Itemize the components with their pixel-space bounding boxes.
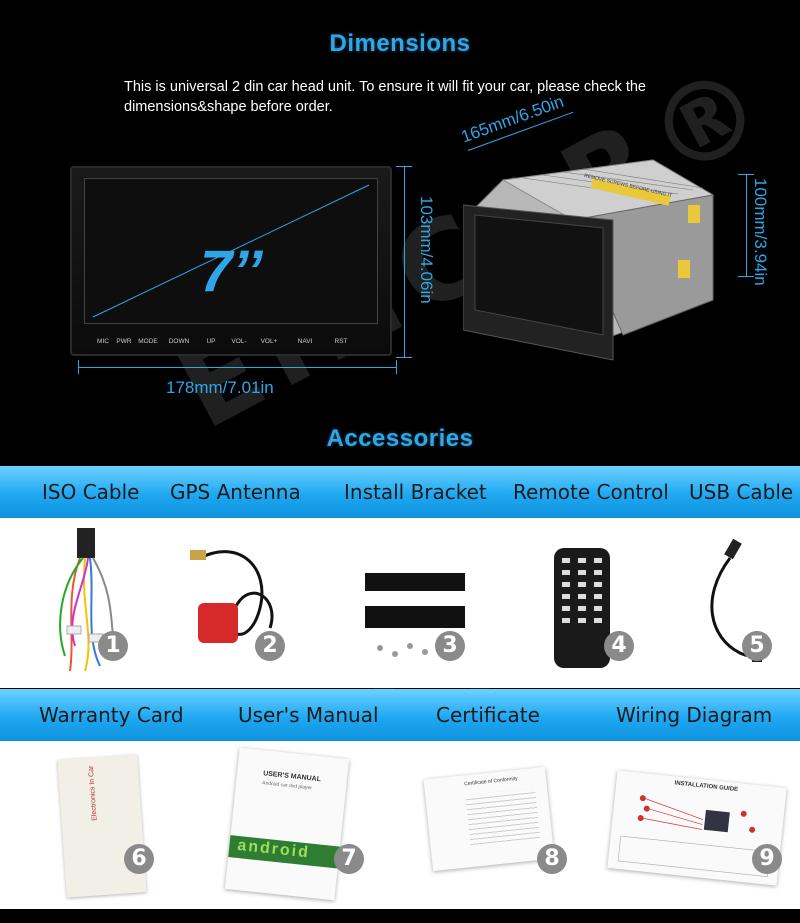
accessories-banner-2: Warranty Card User's Manual Certificate …	[0, 689, 800, 741]
head-unit-side	[463, 159, 715, 361]
label-usb-cable: USB Cable	[689, 480, 794, 504]
certificate-image: Certificate of Conformity	[423, 766, 555, 872]
width-dimension-label: 178mm/7.01in	[166, 378, 274, 397]
accessories-heading: Accessories	[326, 425, 474, 452]
unit-button-up: UP	[206, 338, 216, 345]
label-gps-antenna: GPS Antenna	[170, 480, 301, 504]
label-iso-cable: ISO Cable	[42, 480, 140, 504]
label-remote-control: Remote Control	[513, 480, 669, 504]
label-certificate: Certificate	[436, 703, 540, 727]
height-dimension-line	[404, 166, 405, 358]
warranty-card-text: Electronics In Car	[87, 765, 99, 821]
certificate-title: Certificate of Conformity	[463, 775, 518, 788]
number-badge-5: 5	[742, 631, 772, 661]
remote-control-image	[554, 548, 610, 668]
number-badge-1: 1	[98, 631, 128, 661]
number-badge-7: 7	[334, 844, 364, 874]
side-height-tick-bottom	[738, 276, 754, 277]
width-tick-right	[396, 360, 397, 374]
width-tick-left	[78, 360, 79, 374]
head-unit-front: MIC PWR MODE DOWN UP VOL- VOL+ NAVI RST	[70, 166, 392, 356]
height-front-dimension-label: 103mm/4.06in	[417, 196, 436, 304]
certificate-text-lines	[465, 788, 541, 846]
number-badge-9: 9	[752, 844, 782, 874]
side-height-dimension-line	[746, 174, 747, 276]
label-users-manual: User's Manual	[238, 703, 379, 727]
install-bracket-image	[365, 573, 465, 657]
height-side-dimension-label: 100mm/3.94in	[751, 178, 770, 286]
unit-button-navi: NAVI	[297, 338, 313, 345]
height-tick-bottom	[396, 357, 412, 358]
unit-button-down: DOWN	[168, 338, 190, 345]
diagonal-line-icon	[92, 184, 370, 318]
manual-subtitle: Android car dvd player	[261, 780, 313, 792]
unit-button-pwr: PWR	[116, 338, 132, 345]
label-warranty-card: Warranty Card	[39, 703, 184, 727]
label-wiring-diagram: Wiring Diagram	[616, 703, 773, 727]
accessories-panel-2: Electronics In Car 6 USER'S MANUAL Andro…	[0, 741, 800, 909]
unit-button-mode: MODE	[138, 338, 158, 345]
side-height-tick-top	[738, 174, 754, 175]
number-badge-3: 3	[435, 631, 465, 661]
number-badge-2: 2	[255, 631, 285, 661]
dimensions-heading: Dimensions	[329, 30, 471, 57]
gps-antenna-image	[190, 550, 274, 643]
head-unit-buttons: MIC PWR MODE DOWN UP VOL- VOL+ NAVI RST	[94, 338, 394, 352]
accessories-banner-1: ISO Cable GPS Antenna Install Bracket Re…	[0, 466, 800, 518]
intro-text: This is universal 2 din car head unit. T…	[124, 79, 646, 115]
number-badge-8: 8	[537, 844, 567, 874]
number-badge-4: 4	[604, 631, 634, 661]
head-unit-screen	[84, 178, 378, 324]
unit-button-vol-plus: VOL+	[260, 338, 278, 345]
number-badge-6: 6	[124, 844, 154, 874]
unit-button-vol-minus: VOL-	[231, 338, 247, 345]
users-manual-image: USER'S MANUAL Android car dvd player and…	[224, 747, 350, 901]
accessories-panel-1: 1 2 3 4 5	[0, 518, 800, 688]
width-dimension-line	[78, 367, 396, 368]
unit-button-mic: MIC	[97, 338, 109, 345]
warranty-card-image: Electronics In Car	[57, 754, 147, 898]
usb-cable-image	[710, 538, 762, 662]
height-tick-top	[396, 166, 412, 167]
screen-size-label: 7’’	[200, 239, 263, 304]
label-install-bracket: Install Bracket	[344, 480, 487, 504]
unit-button-rst: RST	[334, 338, 348, 345]
